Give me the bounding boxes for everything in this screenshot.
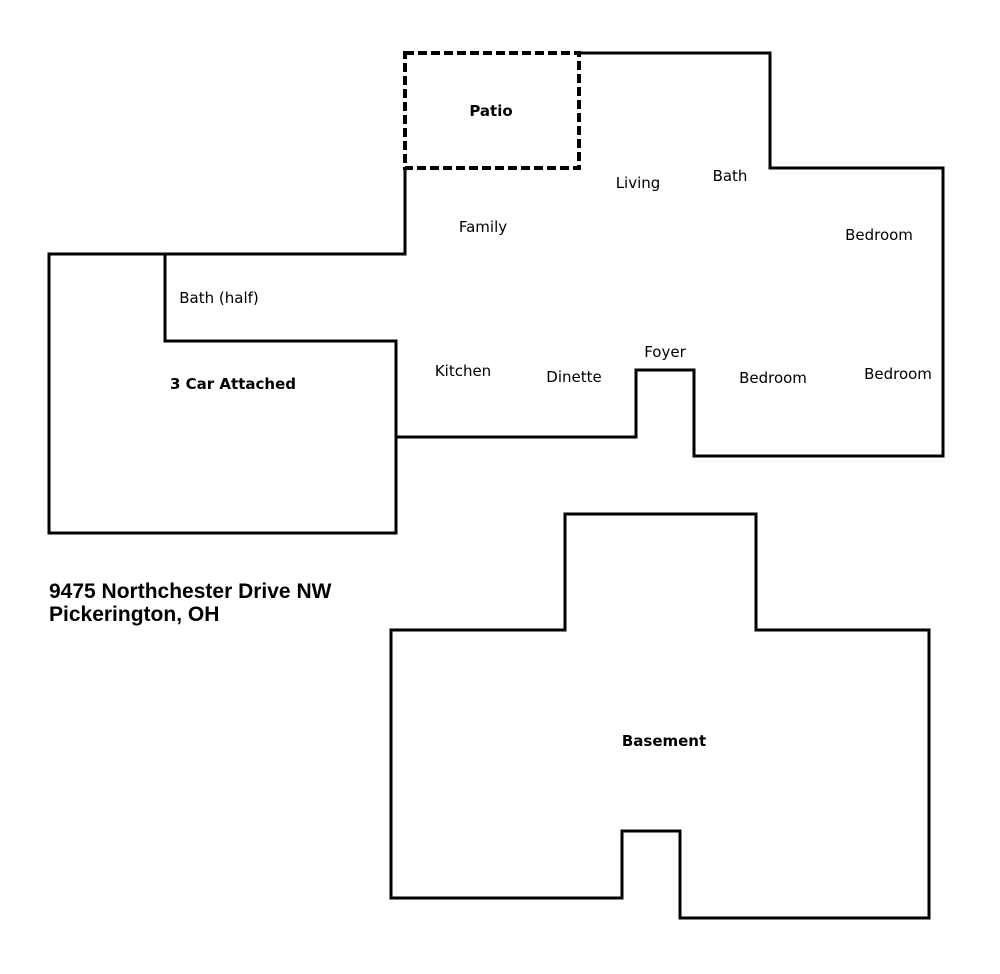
address-city: Pickerington, OH — [49, 603, 220, 626]
room-label-bedroom-corner: Bedroom — [864, 365, 932, 383]
room-label-family: Family — [459, 218, 507, 236]
room-label-bedroom-east: Bedroom — [845, 226, 913, 244]
room-label-living: Living — [616, 174, 661, 192]
patio-outline — [403, 51, 581, 170]
address-street: 9475 Northchester Drive NW — [49, 580, 332, 603]
basement-outline — [389, 512, 931, 920]
room-label-garage: 3 Car Attached — [170, 375, 296, 393]
garage-outline — [47, 252, 398, 535]
room-label-bath-half: Bath (half) — [179, 289, 259, 307]
family-wall-outline — [165, 168, 407, 256]
room-label-basement: Basement — [622, 732, 706, 750]
property-address: 9475 Northchester Drive NW Pickerington,… — [49, 580, 331, 626]
room-label-patio: Patio — [469, 102, 512, 120]
room-label-bath: Bath — [713, 167, 748, 185]
room-label-kitchen: Kitchen — [435, 362, 491, 380]
room-label-bedroom-front: Bedroom — [739, 369, 807, 387]
room-label-dinette: Dinette — [546, 368, 601, 386]
room-label-foyer: Foyer — [644, 343, 686, 361]
main-floor-outline — [396, 51, 945, 458]
